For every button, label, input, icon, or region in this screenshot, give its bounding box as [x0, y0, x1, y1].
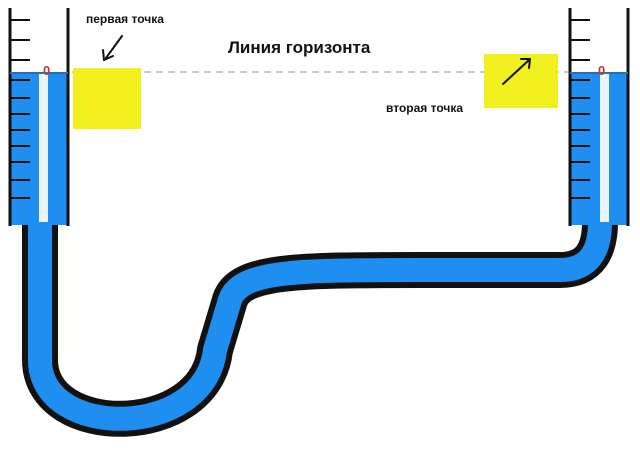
first-point-marker — [73, 68, 141, 129]
right-zero-mark: 0 — [598, 63, 606, 78]
second-point-label: вторая точка — [386, 101, 464, 115]
diagram-title: Линия горизонта — [228, 38, 371, 57]
left-vial-glare — [39, 74, 48, 222]
right-vial-glare — [600, 74, 609, 222]
hose-water — [28, 221, 612, 431]
hose-outline — [22, 221, 618, 437]
second-point-marker — [484, 54, 558, 108]
left-zero-mark: 0 — [43, 63, 51, 78]
left-scale-ticks — [10, 19, 30, 199]
second-point-arrow-icon — [502, 58, 531, 85]
first-point-label: первая точка — [86, 12, 164, 26]
left-vial — [8, 8, 70, 226]
right-vial-water — [570, 73, 628, 225]
right-vial — [568, 8, 630, 226]
first-point-arrow-icon — [102, 35, 123, 61]
right-scale-ticks — [570, 19, 590, 199]
